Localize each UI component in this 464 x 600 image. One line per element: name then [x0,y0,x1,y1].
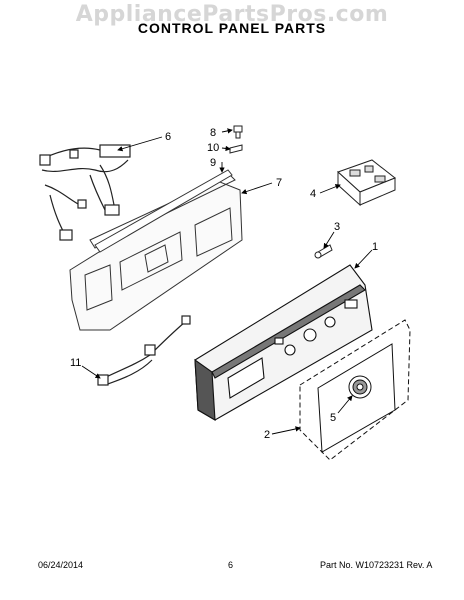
callout-10: 10 [207,142,219,154]
callout-1: 1 [372,241,378,253]
console-front-part [194,264,373,421]
clip-part [229,144,243,154]
mounting-screw-part [314,244,333,259]
callout-2: 2 [264,429,270,441]
console-back-panel-part [69,174,243,331]
callout-9: 9 [210,157,216,169]
callout-6: 6 [165,131,171,143]
wire-harness-part [39,144,131,241]
small-harness-part [97,315,191,386]
callout-5: 5 [330,412,336,424]
page-title: CONTROL PANEL PARTS [137,20,327,36]
footer-date: 06/24/2014 [38,560,84,570]
bracket-strip-part [94,169,233,253]
callout-4: 4 [310,188,316,200]
control-board-part [337,159,396,207]
callout-8: 8 [210,127,216,139]
screw-part [233,125,243,139]
callout-11: 11 [70,357,81,369]
footer-part-number: Part No. W10723231 Rev. A [320,560,433,570]
watermark: AppliancePartsPros.com [75,2,389,27]
knob-part [348,375,372,399]
callout-3: 3 [334,221,340,233]
footer-page-number: 6 [228,560,234,570]
callout-7: 7 [276,177,282,189]
